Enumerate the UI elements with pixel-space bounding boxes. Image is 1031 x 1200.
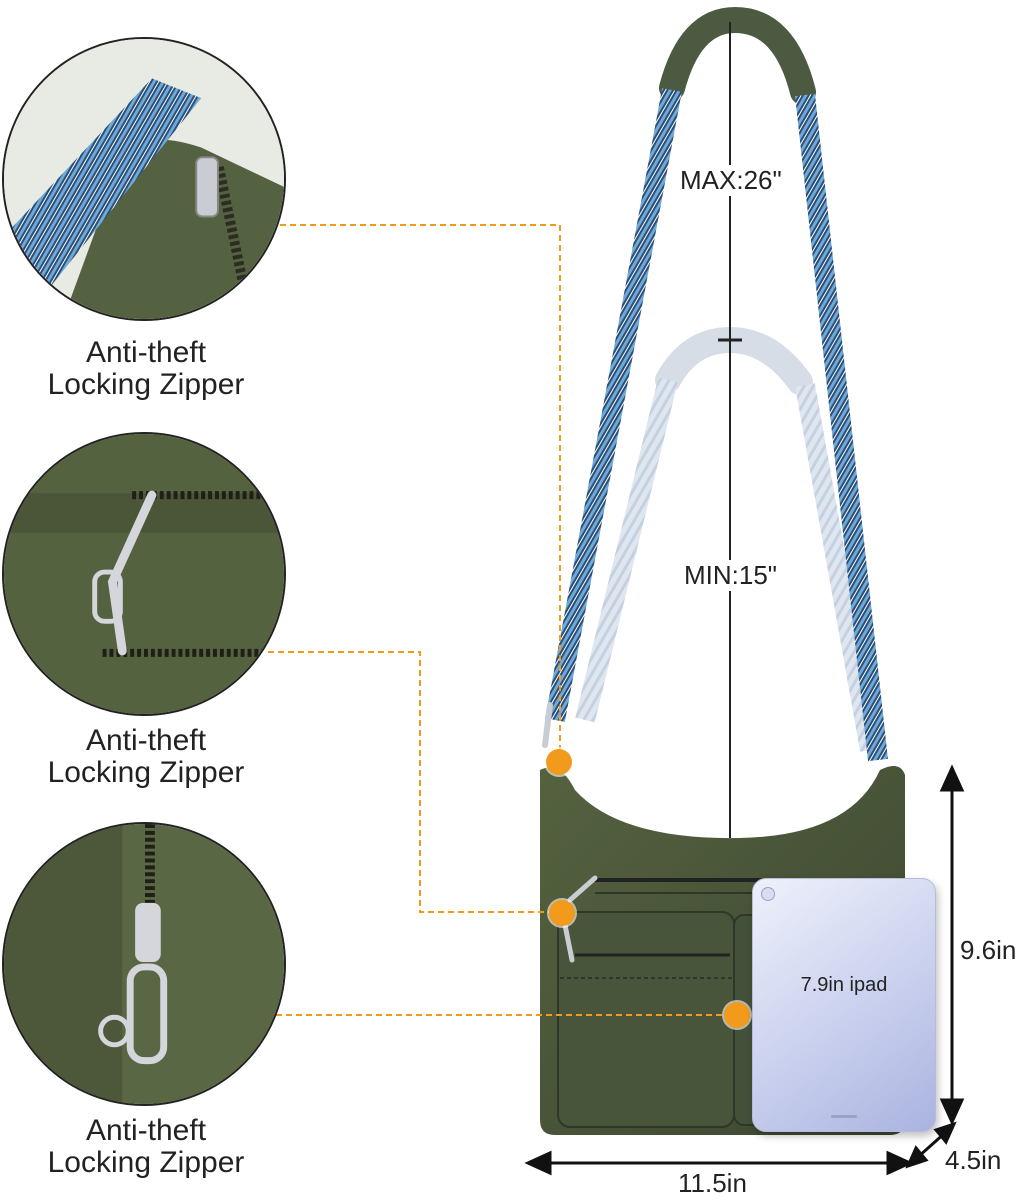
- zipper-detail-image-2: [2, 432, 286, 716]
- feature-caption-3-line1: Anti-theft: [85, 1114, 207, 1147]
- dimension-arrows: [524, 764, 965, 1176]
- feature-caption-2: Anti-theft Locking Zipper: [6, 725, 286, 789]
- leader-lines: [268, 224, 736, 1016]
- zipper-marker-2: [549, 900, 575, 926]
- feature-caption-3: Anti-theft Locking Zipper: [6, 1115, 286, 1179]
- height-dimension-label: 9.6in: [960, 935, 1017, 965]
- feature-caption-1-line2: Locking Zipper: [47, 368, 245, 401]
- tablet-label: 7.9in ipad: [800, 974, 888, 996]
- max-strap: [545, 6, 888, 762]
- strap-max-label: MAX:26": [676, 165, 786, 196]
- strap-min-label: MIN:15": [680, 560, 782, 591]
- feature-caption-3-line2: Locking Zipper: [47, 1146, 245, 1179]
- zipper-detail-image-1: [2, 37, 286, 321]
- feature-caption-2-line2: Locking Zipper: [47, 756, 245, 789]
- feature-caption-1: Anti-theft Locking Zipper: [6, 337, 286, 401]
- camera-icon: [761, 887, 775, 901]
- min-strap-ghost: [575, 326, 880, 752]
- tablet-brand-mark: [831, 1115, 857, 1118]
- zipper-marker-1: [546, 749, 572, 775]
- depth-dimension-label: 4.5in: [945, 1145, 1002, 1175]
- feature-caption-2-line1: Anti-theft: [85, 724, 207, 757]
- width-dimension-label: 11.5in: [678, 1168, 747, 1198]
- zipper-detail-image-3: [2, 822, 286, 1106]
- zipper-marker-3: [724, 1002, 750, 1028]
- feature-caption-1-line1: Anti-theft: [85, 336, 207, 369]
- tablet-size-reference: 7.9in ipad: [752, 878, 936, 1132]
